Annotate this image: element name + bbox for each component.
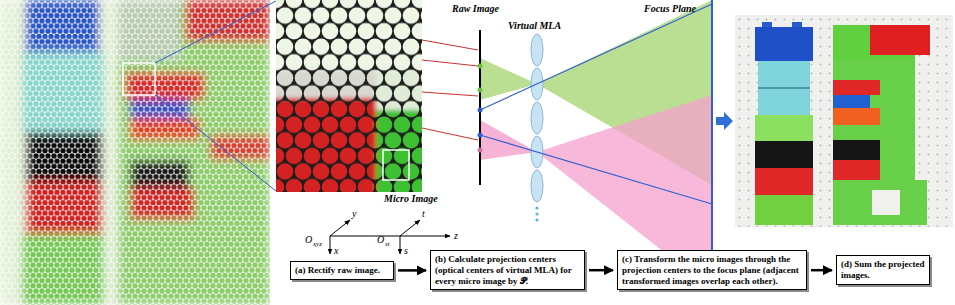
- axis-name: x: [334, 245, 338, 256]
- axis-subscript: xyz: [313, 240, 322, 248]
- axis-name: z: [454, 230, 458, 241]
- zoom-box: [123, 63, 155, 95]
- process-box: (c) Transform the micro images through t…: [617, 250, 807, 290]
- axis-name: s: [404, 245, 408, 256]
- focus-plane-label: Focus Plane: [644, 3, 696, 15]
- raw-points: [478, 64, 483, 153]
- process-box: (d) Sum the projected images.: [836, 255, 930, 285]
- raw-image-label: Raw Image: [452, 3, 499, 15]
- axis-name: t: [422, 208, 425, 219]
- axis-origin: O: [305, 234, 312, 245]
- flow-arrow: [811, 269, 832, 272]
- axis-origin: O: [377, 234, 384, 245]
- flow-arrow: [589, 269, 613, 272]
- step-text: (a) Rectify raw image.: [295, 265, 389, 276]
- refocused-image: [735, 15, 953, 227]
- micro-image-inset: [270, 0, 430, 198]
- zoom-line: [155, 95, 276, 191]
- coordinate-axes: [330, 220, 450, 254]
- axis-name: y: [352, 208, 356, 219]
- raw-image: [0, 0, 276, 305]
- virtual-mla: [531, 34, 543, 222]
- ray-lines: [422, 40, 478, 140]
- process-box: (b) Calculate projection centers (optica…: [430, 250, 585, 290]
- flow-arrow: [398, 269, 426, 272]
- zoom-line: [155, 1, 276, 63]
- micro-image-box: [383, 150, 409, 180]
- step-text: (b) Calculate projection centers (optica…: [435, 254, 580, 286]
- mla-label: Virtual MLA: [508, 20, 561, 32]
- step-text: (d) Sum the projected images.: [841, 259, 925, 281]
- chief-rays: [480, 4, 712, 204]
- result-arrow: [716, 112, 733, 130]
- focus-plane: [711, 0, 713, 292]
- axis-subscript: st: [385, 240, 390, 248]
- micro-image-label: Micro Image: [384, 193, 438, 205]
- process-box: (a) Rectify raw image.: [290, 261, 394, 280]
- projection-cones: [480, 0, 712, 290]
- step-text: (c) Transform the micro images through t…: [622, 254, 802, 286]
